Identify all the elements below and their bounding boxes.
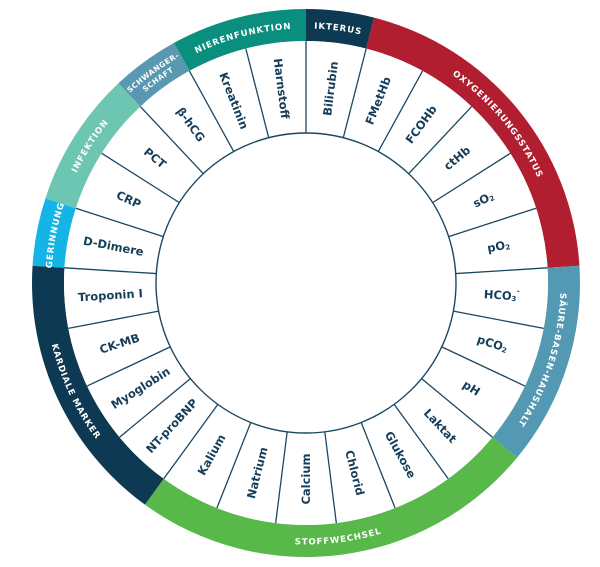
segment-divider [75,207,164,238]
segment-ph [421,346,525,438]
segment-divider [377,70,424,152]
segment-glukose [361,404,449,509]
segment-myoglobin [87,346,191,438]
segment-divider [119,378,191,438]
category-band-säure-basen-haushalt [492,265,580,458]
segment-label-so2: sO2 [471,189,497,211]
segment-chlorid [324,422,396,524]
segment-pct [101,106,204,203]
segment-divider [101,152,180,204]
category-band-stoffwechsel [144,437,518,557]
segment-crp [75,153,180,237]
segment-label-troponin-i: Troponin I [78,286,144,304]
segment-divider [432,152,511,204]
segment-kreatinin [189,48,269,152]
segment-divider [360,422,396,509]
segment-d-dimere [64,208,164,274]
segment-divider [408,106,473,175]
segment-divider [324,431,337,524]
segment-divider [393,403,449,480]
category-band-kardiale-marker [32,265,164,505]
segment-divider [64,267,157,275]
segment-bilirubin [306,41,367,138]
segment-label-hco3: HCO3- [483,285,520,303]
category-band-oxygenierungsstatus [366,17,580,268]
category-band-nierenfunktion [173,8,306,71]
segment-divider [245,48,270,138]
segment-fcohb [378,70,472,174]
segment-pco2 [441,311,544,387]
segment-hco3 [453,267,548,329]
segment-divider [68,310,159,329]
segment-calcium [275,431,337,525]
segment-divider [441,346,526,387]
category-band-ikterus [306,9,375,49]
segment-divider [421,378,493,438]
segment-ck-mb [68,311,171,387]
category-bands [32,8,580,557]
category-band-schwanger-schaft [118,42,190,107]
segment-divider [139,106,204,175]
segment-label-calcium: Calcium [299,453,313,504]
inner-circle [155,132,457,434]
segment-laktat [394,378,493,479]
segment-cthb [408,106,511,203]
segment-divider [453,310,544,329]
segment-po2 [448,208,548,274]
segment-divider [216,422,252,509]
segment-hcg [140,70,234,174]
category-band-gerinnung [32,198,76,268]
category-band-infektion [45,83,141,209]
segment-divider [448,207,537,238]
segment-nt-probnp [119,378,218,479]
segment-divider [342,48,367,138]
segment-divider [163,403,219,480]
segment-label-bilirubin: Bilirubin [320,60,341,116]
segment-divider [455,267,548,275]
segment-fmethb [343,48,423,152]
segment-divider [188,70,235,152]
segment-troponin-i [63,267,159,329]
segment-so2 [432,153,537,237]
segment-natrium [216,422,288,524]
segment-divider [275,431,288,524]
segment-harnstoff [245,41,306,138]
segment-label-po2: pO2 [486,237,511,255]
segment-divider [86,346,171,387]
segment-kalium [163,404,251,509]
